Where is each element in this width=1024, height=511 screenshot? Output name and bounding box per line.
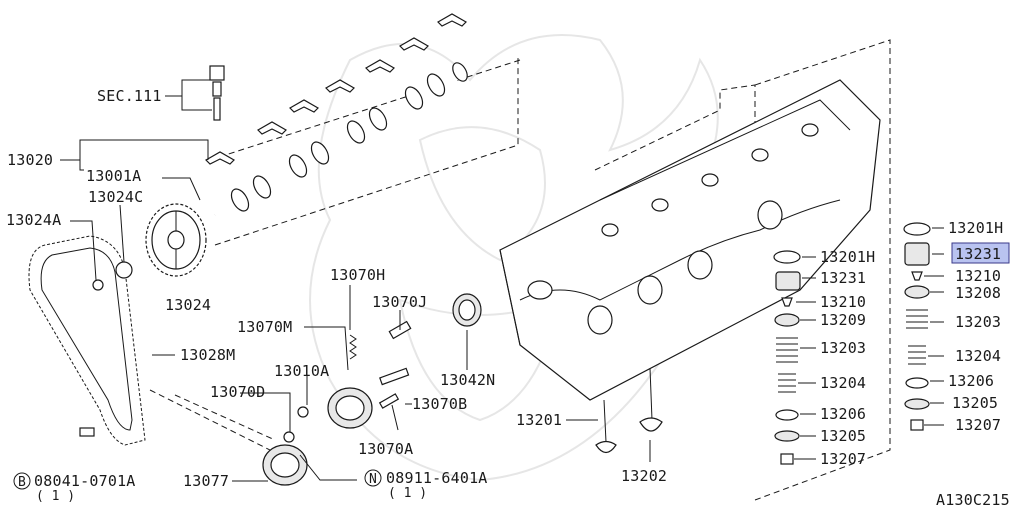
label-mid-13231[interactable]: 13231 — [820, 269, 866, 287]
valve-train-stack-middle — [773, 250, 801, 465]
label-13024[interactable]: 13024 — [165, 296, 211, 314]
circled-markers: B N — [13, 469, 382, 490]
label-13070d[interactable]: 13070D — [210, 383, 265, 401]
highlight-box — [951, 242, 1010, 264]
valves — [595, 367, 663, 454]
label-13070h[interactable]: 13070H — [330, 266, 385, 284]
label-right-13205[interactable]: 13205 — [952, 394, 998, 412]
part-labels: SEC.111 13020 13001A 13024C 13024A 13024… — [6, 87, 1010, 509]
cam-lobes — [230, 62, 468, 212]
tensioner-assembly — [79, 261, 412, 486]
label-13202[interactable]: 13202 — [621, 467, 667, 485]
label-08911-6401a[interactable]: 08911-6401A — [386, 469, 488, 487]
label-13077[interactable]: 13077 — [183, 472, 229, 490]
label-right-13206[interactable]: 13206 — [948, 372, 994, 390]
label-13024a[interactable]: 13024A — [6, 211, 61, 229]
label-13070m[interactable]: 13070M — [237, 318, 292, 336]
label-right-13204[interactable]: 13204 — [955, 347, 1001, 365]
label-08041-0701a[interactable]: 08041-0701A — [34, 472, 136, 490]
label-mid-13204[interactable]: 13204 — [820, 374, 866, 392]
label-right-13231[interactable]: 13231 — [955, 245, 1001, 263]
label-right-13208[interactable]: 13208 — [955, 284, 1001, 302]
label-13010a[interactable]: 13010A — [274, 362, 329, 380]
label-mid-13206[interactable]: 13206 — [820, 405, 866, 423]
label-mid-13205[interactable]: 13205 — [820, 427, 866, 445]
label-right-13207[interactable]: 13207 — [955, 416, 1001, 434]
label-right-13201h[interactable]: 13201H — [948, 219, 1003, 237]
label-13024c[interactable]: 13024C — [88, 188, 143, 206]
label-right-13203[interactable]: 13203 — [955, 313, 1001, 331]
leader-lines — [60, 79, 944, 482]
label-mid-13209[interactable]: 13209 — [820, 311, 866, 329]
circle-n-letter: N — [369, 472, 377, 487]
label-13201[interactable]: 13201 — [516, 411, 562, 429]
label-13070a[interactable]: 13070A — [358, 440, 413, 458]
oil-seal — [452, 293, 482, 327]
cylinder-head — [499, 79, 881, 401]
diagram-reference-code: A130C215 — [936, 491, 1010, 509]
label-13070j[interactable]: 13070J — [372, 293, 427, 311]
label-13042n[interactable]: 13042N — [440, 371, 495, 389]
circle-b-letter: B — [18, 475, 26, 490]
label-08911-qty: ( 1 ) — [388, 486, 427, 501]
label-mid-13210[interactable]: 13210 — [820, 293, 866, 311]
label-13028m[interactable]: 13028M — [180, 346, 235, 364]
cam-sensor-assembly — [209, 65, 225, 121]
label-13001a[interactable]: 13001A — [86, 167, 141, 185]
label-13020[interactable]: 13020 — [7, 151, 53, 169]
label-13070b[interactable]: 13070B — [412, 395, 467, 413]
timing-belt — [28, 235, 146, 446]
camshaft-bearing-caps — [205, 13, 467, 165]
camshaft — [212, 62, 468, 220]
camshaft-sprocket — [145, 203, 207, 277]
label-08041-qty: ( 1 ) — [36, 489, 75, 504]
label-mid-13201h[interactable]: 13201H — [820, 248, 875, 266]
label-mid-13203[interactable]: 13203 — [820, 339, 866, 357]
valve-train-stack-right — [903, 222, 931, 431]
label-sec111[interactable]: SEC.111 — [97, 87, 162, 105]
label-right-13210[interactable]: 13210 — [955, 267, 1001, 285]
label-mid-13207[interactable]: 13207 — [820, 450, 866, 468]
